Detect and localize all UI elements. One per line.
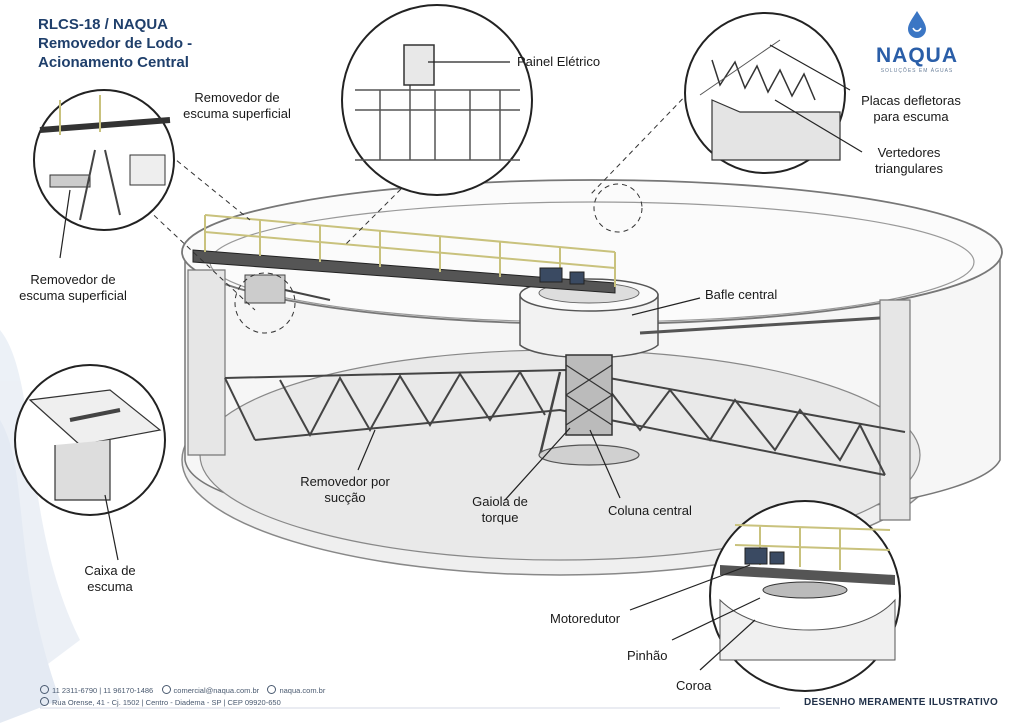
- footer-phones: 11 2311-6790 | 11 96170-1486: [52, 686, 154, 695]
- label-motoredutor: Motoredutor: [550, 611, 621, 626]
- label-painel-eletrico: Painel Elétrico: [517, 54, 601, 69]
- label-caixa-escuma: Caixa de escuma: [70, 563, 150, 595]
- callout-removedor-superficial: [33, 89, 175, 231]
- footer-email[interactable]: comercial@naqua.com.br: [173, 686, 260, 695]
- title-line-2: Removedor de Lodo -: [38, 35, 193, 52]
- callout-caixa-escuma: [14, 364, 166, 516]
- footer-address-row: Rua Orense, 41 - Cj. 1502 | Centro - Dia…: [40, 697, 281, 707]
- label-removedor-top: Removedor de escuma superficial: [172, 90, 302, 122]
- label-removedor-top-line-2: escuma superficial: [183, 106, 291, 121]
- location-icon: [40, 697, 49, 706]
- water-drop-icon: [908, 11, 926, 38]
- leader-removedor-left: [59, 189, 71, 259]
- label-placas-line-1: Placas defletoras: [861, 93, 961, 108]
- label-removedor-succao: Removedor por sucção: [290, 474, 400, 506]
- footer-site[interactable]: naqua.com.br: [279, 686, 326, 695]
- label-caixa-line-2: escuma: [87, 579, 133, 594]
- leader-vertedores: [769, 44, 863, 153]
- callout-acionamento: [709, 500, 901, 692]
- footer-contact-row: 11 2311-6790 | 11 96170-1486 comercial@n…: [40, 685, 325, 695]
- label-removedor-left-line-2: escuma superficial: [19, 288, 127, 303]
- label-vertedores-line-2: triangulares: [875, 161, 943, 176]
- label-removedor-left: Removedor de escuma superficial: [8, 272, 138, 304]
- footer-address: Rua Orense, 41 - Cj. 1502 | Centro - Dia…: [52, 698, 281, 707]
- label-placas-line-2: para escuma: [873, 109, 949, 124]
- logo-tagline: SOLUÇÕES EM ÁGUAS: [880, 68, 954, 74]
- email-icon: [161, 685, 171, 694]
- title-line-1: RLCS-18 / NAQUA: [38, 16, 169, 33]
- central-column: [538, 354, 640, 466]
- logo-wordmark: NAQUA: [876, 44, 958, 67]
- label-caixa-line-1: Caixa de: [84, 563, 136, 578]
- label-vertedores: Vertedores triangulares: [864, 145, 954, 177]
- label-coluna-central: Coluna central: [608, 503, 692, 518]
- label-pinhao: Pinhão: [627, 648, 668, 663]
- leader-acionamento: [629, 564, 761, 671]
- bridge-walkway: [192, 214, 881, 335]
- leader-caixa: [104, 494, 119, 561]
- label-gaiola-line-1: Gaiola de: [472, 494, 528, 509]
- callout-vertedores: [684, 12, 846, 174]
- title-line-3: Acionamento Central: [38, 54, 189, 71]
- page-title: RLCS-18 / NAQUA Removedor de Lodo - Acio…: [38, 15, 192, 72]
- phone-icon: [40, 685, 49, 694]
- label-succao-line-1: Removedor por: [300, 474, 390, 489]
- callout-painel-eletrico: [341, 4, 533, 196]
- truss-arm: [224, 368, 906, 476]
- label-removedor-left-line-1: Removedor de: [30, 272, 116, 287]
- label-removedor-top-line-1: Removedor de: [194, 90, 280, 105]
- label-succao-line-2: sucção: [324, 490, 366, 505]
- label-placas-defletoras: Placas defletoras para escuma: [856, 93, 966, 125]
- globe-icon: [267, 685, 277, 694]
- naqua-logo: NAQUA SOLUÇÕES EM ÁGUAS: [872, 10, 962, 74]
- label-coroa: Coroa: [676, 678, 712, 693]
- label-gaiola-line-2: torque: [481, 510, 519, 525]
- disclaimer: DESENHO MERAMENTE ILUSTRATIVO: [804, 697, 999, 708]
- label-bafle-central: Bafle central: [705, 287, 778, 302]
- label-vertedores-line-1: Vertedores: [877, 145, 941, 160]
- label-gaiola-torque: Gaiola de torque: [460, 494, 540, 526]
- main-leaders: [357, 297, 701, 501]
- surface-skimmer: [244, 274, 331, 304]
